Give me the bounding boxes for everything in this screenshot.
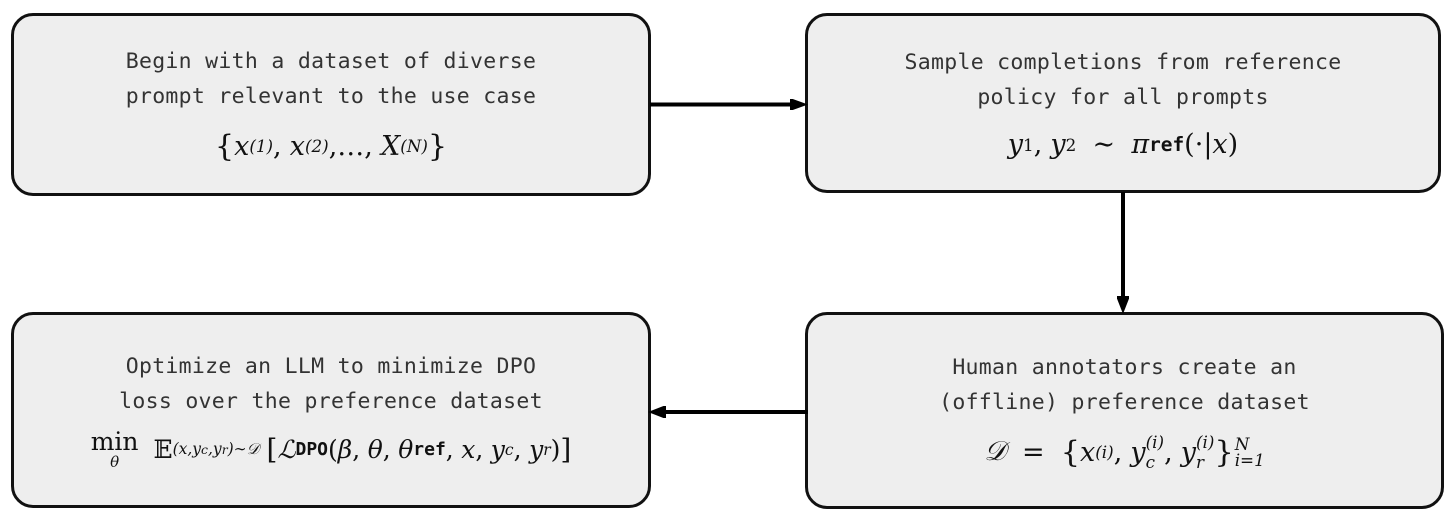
node-human-annotators-text: Human annotators create an (offline) pre…	[939, 354, 1310, 415]
node-sample-completions-text: Sample completions from reference policy…	[904, 49, 1342, 110]
node-begin-with-dataset-text: Begin with a dataset of diverse prompt r…	[125, 49, 537, 109]
node-sample-completions[interactable]: Sample completions from reference policy…	[805, 13, 1441, 193]
arrow-prompts-to-sample-icon	[650, 99, 808, 110]
arrow-sample-to-annotate-icon	[1117, 192, 1129, 314]
node-begin-with-dataset[interactable]: Begin with a dataset of diverse prompt r…	[11, 13, 651, 196]
node-human-annotators[interactable]: Human annotators create an (offline) pre…	[805, 312, 1444, 509]
node-optimize-llm-text: Optimize an LLM to minimize DPO loss ove…	[119, 353, 543, 414]
node-optimize-llm[interactable]: Optimize an LLM to minimize DPO loss ove…	[11, 312, 651, 508]
arrow-annotate-to-optimize-icon	[648, 406, 808, 418]
node-begin-with-dataset-formula: {x(1), x(2),…, X(N)}	[214, 128, 448, 164]
